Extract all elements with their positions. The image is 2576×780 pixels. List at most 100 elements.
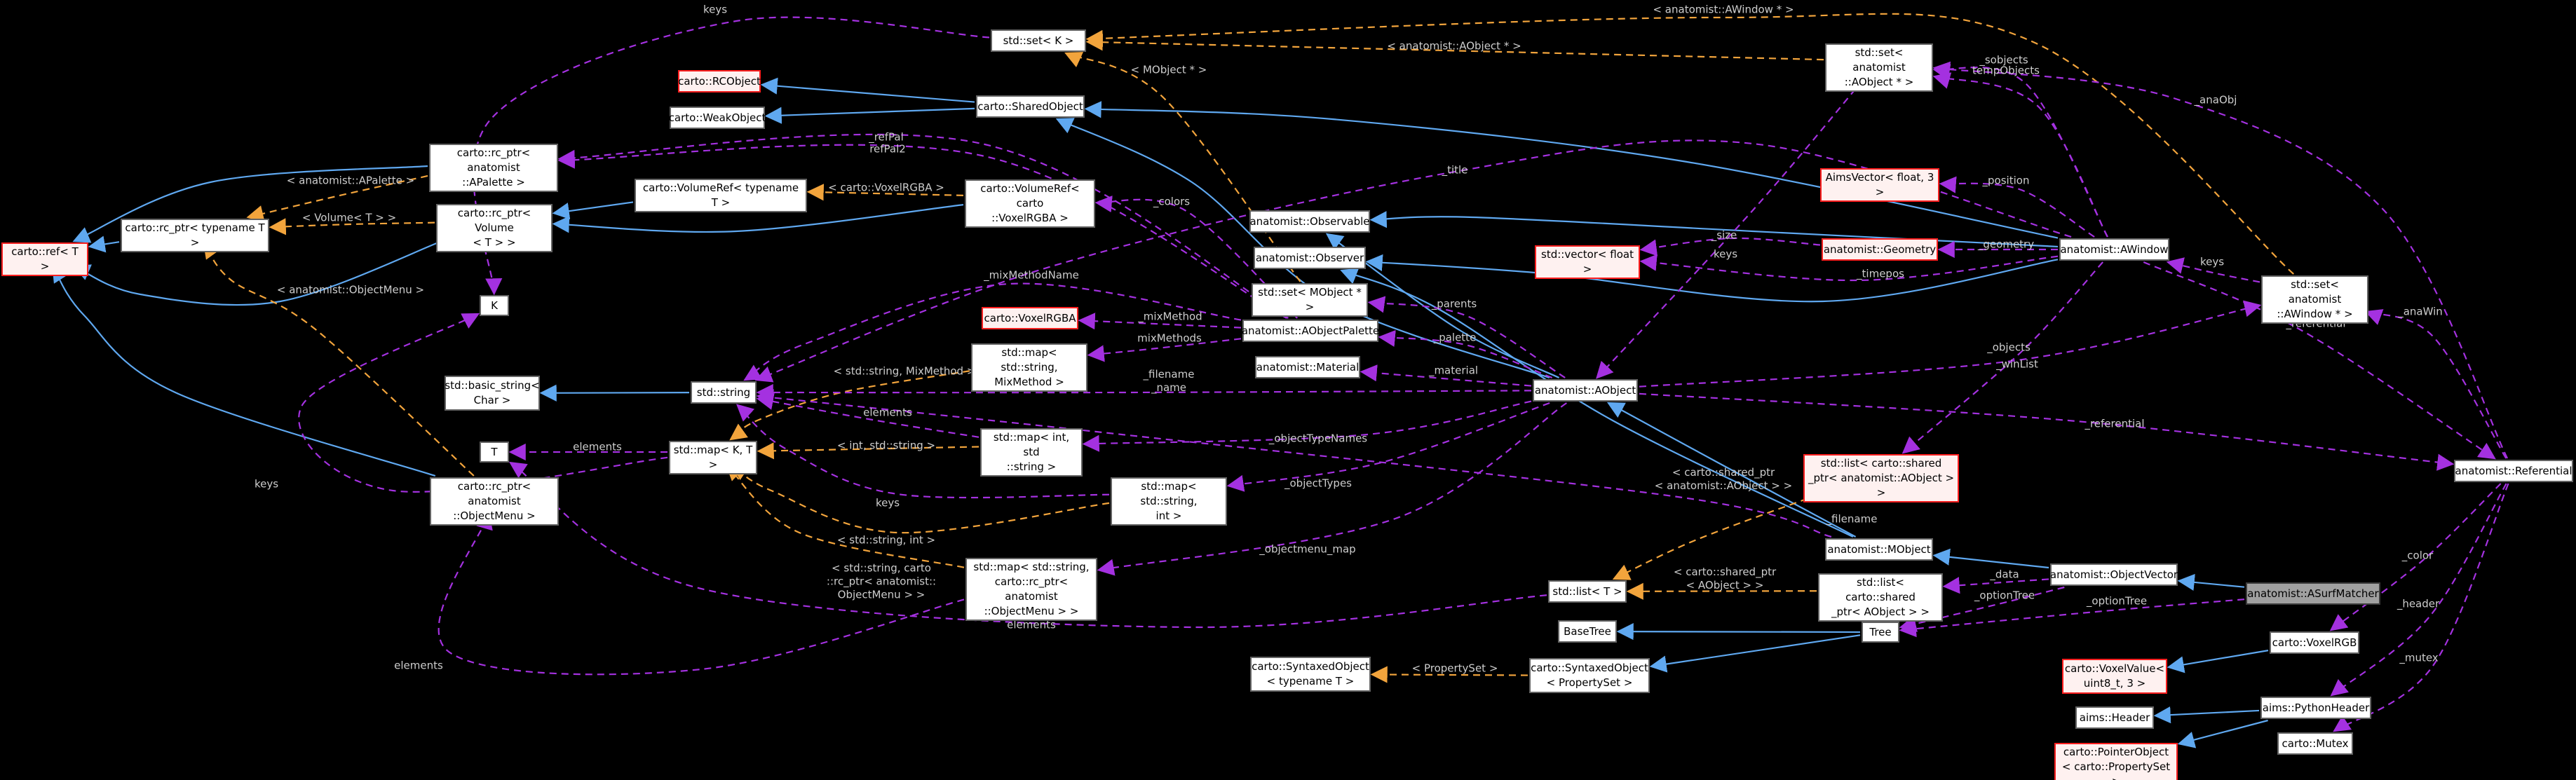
- node-list_t[interactable]: std::list< T >: [1548, 580, 1627, 603]
- node-rcptr_apalette[interactable]: carto::rc_ptr< anatomist ::APalette >: [429, 144, 558, 192]
- node-aobjectpalette[interactable]: anatomist::AObjectPalette: [1242, 320, 1379, 342]
- edge-aobjectpalette-voxelrgba: [1078, 313, 1242, 330]
- edge-label-map_int_string-map_kt: < int, std::string >: [836, 439, 936, 452]
- node-ref_t[interactable]: carto::ref< T >: [1, 242, 88, 276]
- node-weakobject[interactable]: carto::WeakObject: [669, 107, 766, 129]
- edge-rcptr_objmenu-rcptr_t: [203, 241, 475, 477]
- edge-aobject-map_string_int: [1226, 402, 1550, 492]
- node-rcptr_objmenu[interactable]: carto::rc_ptr< anatomist ::ObjectMenu >: [430, 477, 559, 526]
- edge-volref_rgba-volref_t: [806, 184, 964, 201]
- node-awindow[interactable]: anatomist::AWindow: [2059, 238, 2169, 261]
- edge-aobject-set_mobj: [1367, 296, 1566, 378]
- node-aims_header[interactable]: aims::Header: [2075, 706, 2154, 729]
- edge-sharedobject-rcobject: [760, 77, 975, 103]
- node-std_string[interactable]: std::string: [691, 381, 757, 404]
- edge-label-rcptr_apalette-rcptr_t: < anatomist::APalette >: [286, 174, 415, 187]
- edge-map_int_string-map_kt: [757, 442, 979, 460]
- node-set_k[interactable]: std::set< K >: [991, 29, 1086, 52]
- node-map_mixmethod[interactable]: std::map< std::string, MixMethod >: [971, 343, 1087, 392]
- edge-label-aobjectpalette-std_string: _mixMethodName: [984, 268, 1079, 282]
- edge-awindow-referential: [2143, 261, 2496, 460]
- edge-label-aobject-map_objmenu: _objectmenu_map: [1259, 542, 1356, 556]
- edge-label-set_k-k_node: keys: [703, 3, 728, 16]
- edge-label-awindow-std_string: _title: [1442, 163, 1468, 177]
- edge-aobjectpalette-rcptr_apalette: [557, 144, 1287, 319]
- node-rcobject[interactable]: carto::RCObject: [678, 70, 761, 93]
- node-list_shared_anat[interactable]: std::list< carto::shared _ptr< anatomist…: [1803, 454, 1959, 502]
- edge-objectvector-tree: [1899, 586, 2065, 632]
- node-vec_float[interactable]: std::vector< float >: [1535, 245, 1640, 279]
- edge-map_string_int-map_kt: [731, 463, 1110, 534]
- node-list_shared[interactable]: std::list< carto::shared _ptr< AObject >…: [1818, 573, 1943, 622]
- edge-label-map_string_int-map_kt: < std::string, int >: [836, 533, 936, 547]
- node-syntaxed_ps[interactable]: carto::SyntaxedObject < PropertySet >: [1529, 658, 1650, 693]
- edge-set_aobj-aobject: [1596, 79, 1864, 379]
- node-tree[interactable]: Tree: [1862, 622, 1899, 643]
- node-aimsvector[interactable]: AimsVector< float, 3 >: [1820, 168, 1939, 202]
- node-voxelrgb[interactable]: carto::VoxelRGB: [2270, 631, 2359, 654]
- node-sharedobject[interactable]: carto::SharedObject: [976, 95, 1085, 118]
- edge-rcptr_volume-ref_t: [72, 239, 445, 306]
- edge-label-referential-set_aobj: _anaObj: [2194, 93, 2237, 107]
- node-syntaxed_t[interactable]: carto::SyntaxedObject < typename T >: [1250, 657, 1371, 692]
- node-basetree[interactable]: BaseTree: [1558, 620, 1617, 643]
- edge-label-map_mixmethod-map_kt: < std::string, MixMethod >: [833, 364, 976, 378]
- edge-label-set_mobj-set_k: < MObject * >: [1130, 63, 1207, 76]
- node-mobject[interactable]: anatomist::MObject: [1825, 538, 1933, 561]
- node-pythonheader[interactable]: aims::PythonHeader: [2260, 697, 2371, 719]
- node-volref_t[interactable]: carto::VolumeRef< typename T >: [635, 179, 807, 212]
- node-set_mobj[interactable]: std::set< MObject * >: [1252, 283, 1368, 317]
- edge-label-rcptr_volume-rcptr_t: < Volume< T > >: [301, 211, 397, 224]
- edge-label-map_kt-k_node: keys: [254, 477, 279, 491]
- edge-set_aobj-set_k: [1085, 34, 1824, 61]
- edge-label-asurfmatcher-tree: _optionTree: [2086, 594, 2148, 608]
- node-volref_rgba[interactable]: carto::VolumeRef< carto ::VoxelRGBA >: [965, 179, 1095, 228]
- node-mutex[interactable]: carto::Mutex: [2277, 732, 2353, 755]
- edge-volref_rgba-rcptr_volume: [552, 204, 964, 233]
- edge-aobject-map_int_string: [1082, 400, 1532, 452]
- edge-label-awindow-set_aobj: _sobjects: [1979, 53, 2028, 67]
- node-map_int_string[interactable]: std::map< int, std ::string >: [980, 428, 1083, 477]
- edge-syntaxed_ps-syntaxed_t: [1370, 666, 1528, 683]
- node-asurfmatcher[interactable]: anatomist::ASurfMatcher: [2246, 582, 2380, 605]
- node-basic_string[interactable]: std::basic_string< Char >: [445, 376, 540, 411]
- node-geometry[interactable]: anatomist::Geometry: [1822, 238, 1938, 261]
- node-referential[interactable]: anatomist::Referential: [2454, 460, 2573, 482]
- edge-label-awindow-list_shared_anat: _objects: [1987, 341, 2031, 354]
- edge-label-referential-pythonheader: _header: [2397, 597, 2440, 610]
- node-material[interactable]: anatomist::Material: [1255, 356, 1360, 378]
- edge-label-aobject-material: _material: [1428, 364, 1479, 377]
- node-rcptr_t[interactable]: carto::rc_ptr< typename T >: [121, 219, 269, 252]
- node-t_node[interactable]: T: [480, 442, 509, 463]
- node-pointerobject[interactable]: carto::PointerObject < carto::PropertySe…: [2054, 743, 2178, 780]
- edge-aobject-map_objmenu: [1097, 402, 1567, 576]
- edge-referential-voxelrgb: [2329, 483, 2502, 631]
- node-voxelvalue[interactable]: carto::VoxelValue< uint8_t, 3 >: [2062, 659, 2167, 694]
- node-map_string_int[interactable]: std::map< std::string, int >: [1111, 477, 1227, 526]
- edge-mobject-std_string: [756, 389, 1832, 538]
- node-rcptr_volume[interactable]: carto::rc_ptr< Volume < T > >: [436, 204, 553, 252]
- edge-label-geometry-vec_float: _size: [1711, 228, 1737, 242]
- node-set_aobj[interactable]: std::set< anatomist ::AObject * >: [1825, 43, 1933, 92]
- node-k_node[interactable]: K: [480, 295, 509, 316]
- edge-label-mobject-std_string: _filename: [1826, 512, 1878, 526]
- edge-label-referential-set_awin: _anaWin: [2398, 305, 2443, 318]
- node-objectvector[interactable]: anatomist::ObjectVector: [2050, 563, 2178, 586]
- node-aobject[interactable]: anatomist::AObject: [1533, 379, 1638, 402]
- node-set_awin[interactable]: std::set< anatomist ::AWindow * >: [2261, 275, 2368, 324]
- edge-pythonheader-pointerobject: [2177, 719, 2268, 748]
- edge-label-set_awin-set_k: < anatomist::AWindow * >: [1653, 3, 1794, 16]
- edge-label-referential-voxelrgb: _color: [2401, 549, 2434, 562]
- edge-awindow-vec_float: [1639, 254, 2059, 282]
- edge-asurfmatcher-tree: [1899, 598, 2245, 638]
- edge-label-awindow-geometry: _geometry: [1977, 238, 2035, 251]
- node-observable[interactable]: anatomist::Observable: [1249, 210, 1370, 233]
- edge-map_int_string-std_string: [756, 393, 979, 438]
- node-observer[interactable]: anatomist::Observer: [1254, 247, 1366, 269]
- edge-label-aobject-set_mobj: _parents: [1431, 297, 1477, 310]
- node-map_kt[interactable]: std::map< K, T >: [669, 441, 757, 474]
- edge-label-aobjectpalette-rcptr_apalette: refPal2: [869, 142, 906, 156]
- edge-volref_t-rcptr_volume: [552, 201, 634, 220]
- node-map_objmenu[interactable]: std::map< std::string, carto::rc_ptr< an…: [965, 558, 1097, 621]
- node-voxelrgba[interactable]: carto::VoxelRGBA: [982, 307, 1078, 329]
